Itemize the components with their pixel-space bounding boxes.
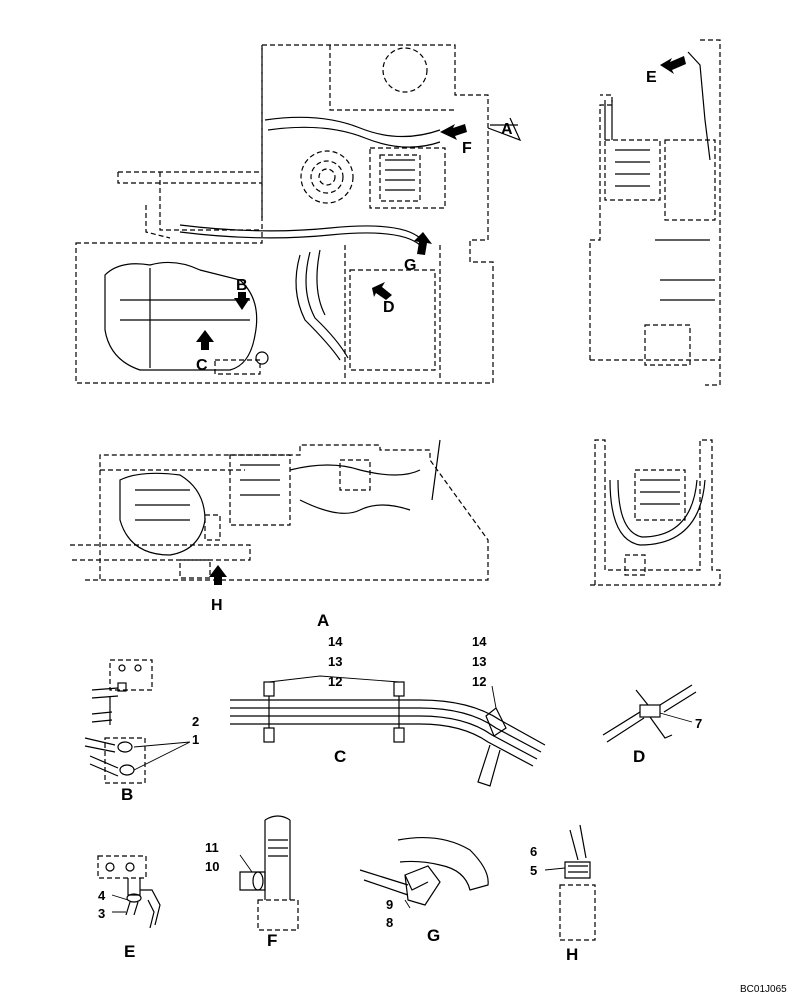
arrow-h-icon xyxy=(209,565,227,585)
view-label-c: C xyxy=(334,747,346,766)
side-view-middle xyxy=(70,439,489,581)
detail-c xyxy=(230,675,546,787)
part-4: 4 xyxy=(98,888,106,903)
callout-h: H xyxy=(211,597,223,614)
part-8: 8 xyxy=(386,915,393,930)
callout-a: A xyxy=(501,121,513,138)
part-9: 9 xyxy=(386,897,393,912)
labels: E A F G D B C H A B C D E F G H 2 1 7 14… xyxy=(98,69,787,995)
drawing-code: BC01J065 xyxy=(740,984,787,995)
arrow-a-icon xyxy=(487,117,522,142)
part-12-r: 12 xyxy=(472,674,486,689)
top-view-machine xyxy=(75,44,494,384)
view-label-a: A xyxy=(317,611,329,630)
part-14-c: 14 xyxy=(328,634,343,649)
part-10: 10 xyxy=(205,859,219,874)
detail-g xyxy=(359,836,489,909)
detail-h xyxy=(544,824,596,941)
detail-f xyxy=(239,815,299,931)
part-2: 2 xyxy=(192,714,199,729)
part-1: 1 xyxy=(192,732,199,747)
arrow-c-icon xyxy=(196,330,214,350)
part-6: 6 xyxy=(530,844,537,859)
callout-f: F xyxy=(462,140,472,157)
callout-d: D xyxy=(383,299,395,316)
part-14-r: 14 xyxy=(472,634,487,649)
part-13-c: 13 xyxy=(328,654,342,669)
arrow-d-icon xyxy=(372,282,392,300)
arrow-b-icon xyxy=(234,292,250,310)
view-label-e: E xyxy=(124,942,135,961)
part-3: 3 xyxy=(98,906,105,921)
part-13-r: 13 xyxy=(472,654,486,669)
arrow-g-icon xyxy=(414,232,432,255)
callout-arrows xyxy=(196,56,686,585)
arrow-f-icon xyxy=(440,124,467,140)
view-label-f: F xyxy=(267,931,277,950)
arrow-e-icon xyxy=(660,56,686,74)
detail-b xyxy=(84,659,191,784)
view-label-h: H xyxy=(566,945,578,964)
part-11: 11 xyxy=(205,840,219,855)
part-5: 5 xyxy=(530,863,537,878)
callout-b: B xyxy=(236,277,248,294)
view-label-g: G xyxy=(427,926,440,945)
detail-d xyxy=(602,684,697,743)
part-12-c: 12 xyxy=(328,674,342,689)
view-label-d: D xyxy=(633,747,645,766)
callout-g: G xyxy=(404,257,416,274)
callout-c: C xyxy=(196,357,208,374)
view-label-b: B xyxy=(121,785,133,804)
part-7: 7 xyxy=(695,716,702,731)
rear-view-right xyxy=(590,439,721,586)
callout-e: E xyxy=(646,69,657,86)
detail-e xyxy=(97,855,161,929)
side-view-right xyxy=(589,39,721,386)
